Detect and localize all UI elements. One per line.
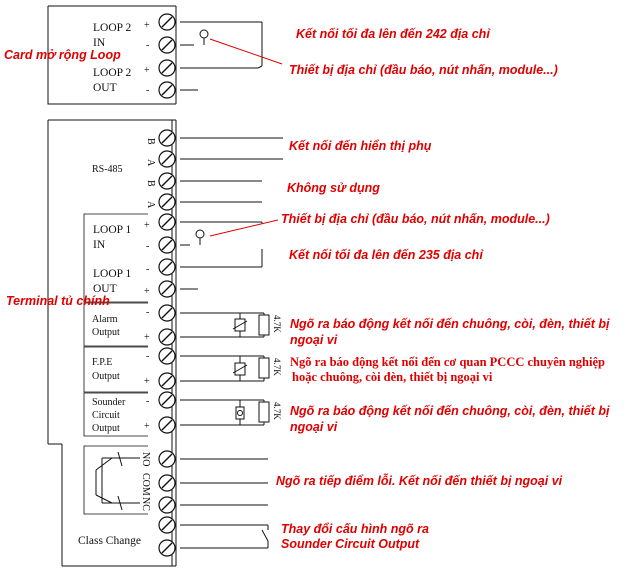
alarm-pol-pos: + <box>144 332 150 343</box>
terminal-screw-slot-17 <box>161 394 173 406</box>
loop1-pol-1: + <box>144 220 150 231</box>
terminal-screw-slot-1 <box>161 16 173 28</box>
rs485-pin-b2: B <box>145 180 156 187</box>
loop1-pol-2: - <box>146 241 149 252</box>
fpe-note-1: Ngõ ra báo động kết nối đến cơ quan PCCC… <box>290 355 605 369</box>
fpe-label-2: Output <box>92 371 120 382</box>
loop1-out-label-1: LOOP 1 <box>93 268 131 280</box>
terminal-screw-slot-18 <box>161 419 173 431</box>
relay-no-label: NO <box>140 452 151 466</box>
alarm-resistor-label: 4.7K <box>272 315 282 333</box>
terminal-screw-slot-11 <box>161 261 173 273</box>
loop-card-board <box>47 5 177 105</box>
terminal-screw-slot-22 <box>161 519 173 531</box>
loop2-in-label-1: LOOP 2 <box>93 22 131 34</box>
terminal-screw-slot-3 <box>161 62 173 74</box>
card-side-label: Card mở rộng Loop <box>4 48 121 62</box>
terminal-screw-slot-14 <box>161 331 173 343</box>
terminal-screw-slot-16 <box>161 375 173 387</box>
loop2-device-icon <box>199 29 209 39</box>
fault-relay-contacts <box>95 451 140 511</box>
loop2-in-label-2: IN <box>93 37 106 49</box>
terminal-screw-slot-7 <box>161 175 173 187</box>
rs485-label: RS-485 <box>92 164 123 175</box>
terminal-screws <box>158 13 176 557</box>
terminal-screw-slot-19 <box>161 453 173 465</box>
loop1-in-label-1: LOOP 1 <box>93 224 131 236</box>
terminal-screw-slot-6 <box>161 153 173 165</box>
polarity-3: + <box>144 65 150 76</box>
terminal-screw-slot-2 <box>161 39 173 51</box>
sounder-icon <box>235 406 245 420</box>
terminal-screw-slot-13 <box>161 307 173 319</box>
resistors <box>258 314 270 423</box>
sounder-label-2: Circuit <box>92 410 120 421</box>
relay-nc-label: NC <box>140 497 151 511</box>
external-wiring <box>180 21 283 549</box>
fpe-pol-neg: - <box>146 351 149 362</box>
alarm-note-1: Ngõ ra báo động kết nối đến chuông, còi,… <box>290 317 610 331</box>
alarm-note-2: ngoại vi <box>290 333 338 347</box>
terminal-screw-slot-20 <box>161 477 173 489</box>
fpe-resistor-label: 4.7K <box>272 358 282 376</box>
terminal-screw-slot-8 <box>161 196 173 208</box>
terminal-screw-slot-4 <box>161 84 173 96</box>
class-change-label: Class Change <box>78 535 141 547</box>
terminal-screw-slot-10 <box>161 239 173 251</box>
alarm-pol-neg: - <box>146 307 149 318</box>
group-dividers <box>83 213 148 515</box>
loop1-device-note: Thiết bị địa chỉ (đầu báo, nút nhấn, mod… <box>281 212 550 226</box>
fpe-label-1: F.P.E <box>92 357 112 368</box>
fpe-note-2: hoặc chuông, còi đèn, thiết bị ngoại vi <box>292 370 493 384</box>
rs485-pin-b1: B <box>145 138 156 145</box>
alarm-label-1: Alarm <box>92 314 118 325</box>
loop1-device-icon <box>195 229 205 239</box>
sounder-pol-neg: - <box>146 396 149 407</box>
loop1-max-note: Kết nối tối đa lên đến 235 địa chỉ <box>289 248 484 262</box>
loop1-pol-3: - <box>146 264 149 275</box>
loop2-out-label-2: OUT <box>93 82 117 94</box>
sounder-label-1: Sounder <box>92 397 126 408</box>
terminal-screw-slot-5 <box>161 132 173 144</box>
terminal-screw-slot-21 <box>161 499 173 511</box>
class-change-note-1: Thay đổi cấu hình ngõ ra <box>281 522 429 536</box>
rs485-pin-a2: A <box>145 201 156 209</box>
class-change-note-2: Sounder Circuit Output <box>281 537 420 551</box>
loop1-out-label-2: OUT <box>93 283 117 295</box>
loop1-pol-4: + <box>144 286 150 297</box>
loop1-in-label-2: IN <box>93 239 106 251</box>
main-side-label: Terminal tủ chính <box>6 294 110 308</box>
fpe-pol-pos: + <box>144 376 150 387</box>
sounder-pol-pos: + <box>144 421 150 432</box>
sounder-note-1: Ngõ ra báo động kết nối đến chuông, còi,… <box>290 404 610 418</box>
sounder-resistor-label: 4.7K <box>272 402 282 420</box>
terminal-screw-slot-12 <box>161 283 173 295</box>
sounder-note-2: ngoại vi <box>290 420 338 434</box>
loop2-device-note: Thiết bị địa chỉ (đầu báo, nút nhấn, mod… <box>289 63 558 77</box>
loop2-max-note: Kết nối tối đa lên đến 242 địa chỉ <box>296 27 491 41</box>
main-terminal-board <box>47 119 177 567</box>
fpe-relay-icon <box>232 362 248 376</box>
rs485-unused-note: Không sử dụng <box>287 181 380 195</box>
terminal-screw-slot-15 <box>161 350 173 362</box>
rs485-display-note: Kết nối đến hiển thị phụ <box>289 139 432 153</box>
alarm-relay-icon <box>232 318 248 332</box>
polarity-2: - <box>146 40 149 51</box>
alarm-label-2: Output <box>92 327 120 338</box>
loop2-out-label-1: LOOP 2 <box>93 67 131 79</box>
rs485-pin-a1: A <box>145 159 156 167</box>
sounder-label-3: Output <box>92 423 120 434</box>
polarity-4: - <box>146 85 149 96</box>
polarity-1: + <box>144 20 150 31</box>
relay-com-label: COM <box>140 473 151 496</box>
fault-relay-note: Ngõ ra tiếp điểm lỗi. Kết nối đến thiết … <box>276 473 563 488</box>
terminal-screw-slot-23 <box>161 542 173 554</box>
pointer-lines <box>209 38 283 237</box>
terminal-screw-slot-9 <box>161 216 173 228</box>
